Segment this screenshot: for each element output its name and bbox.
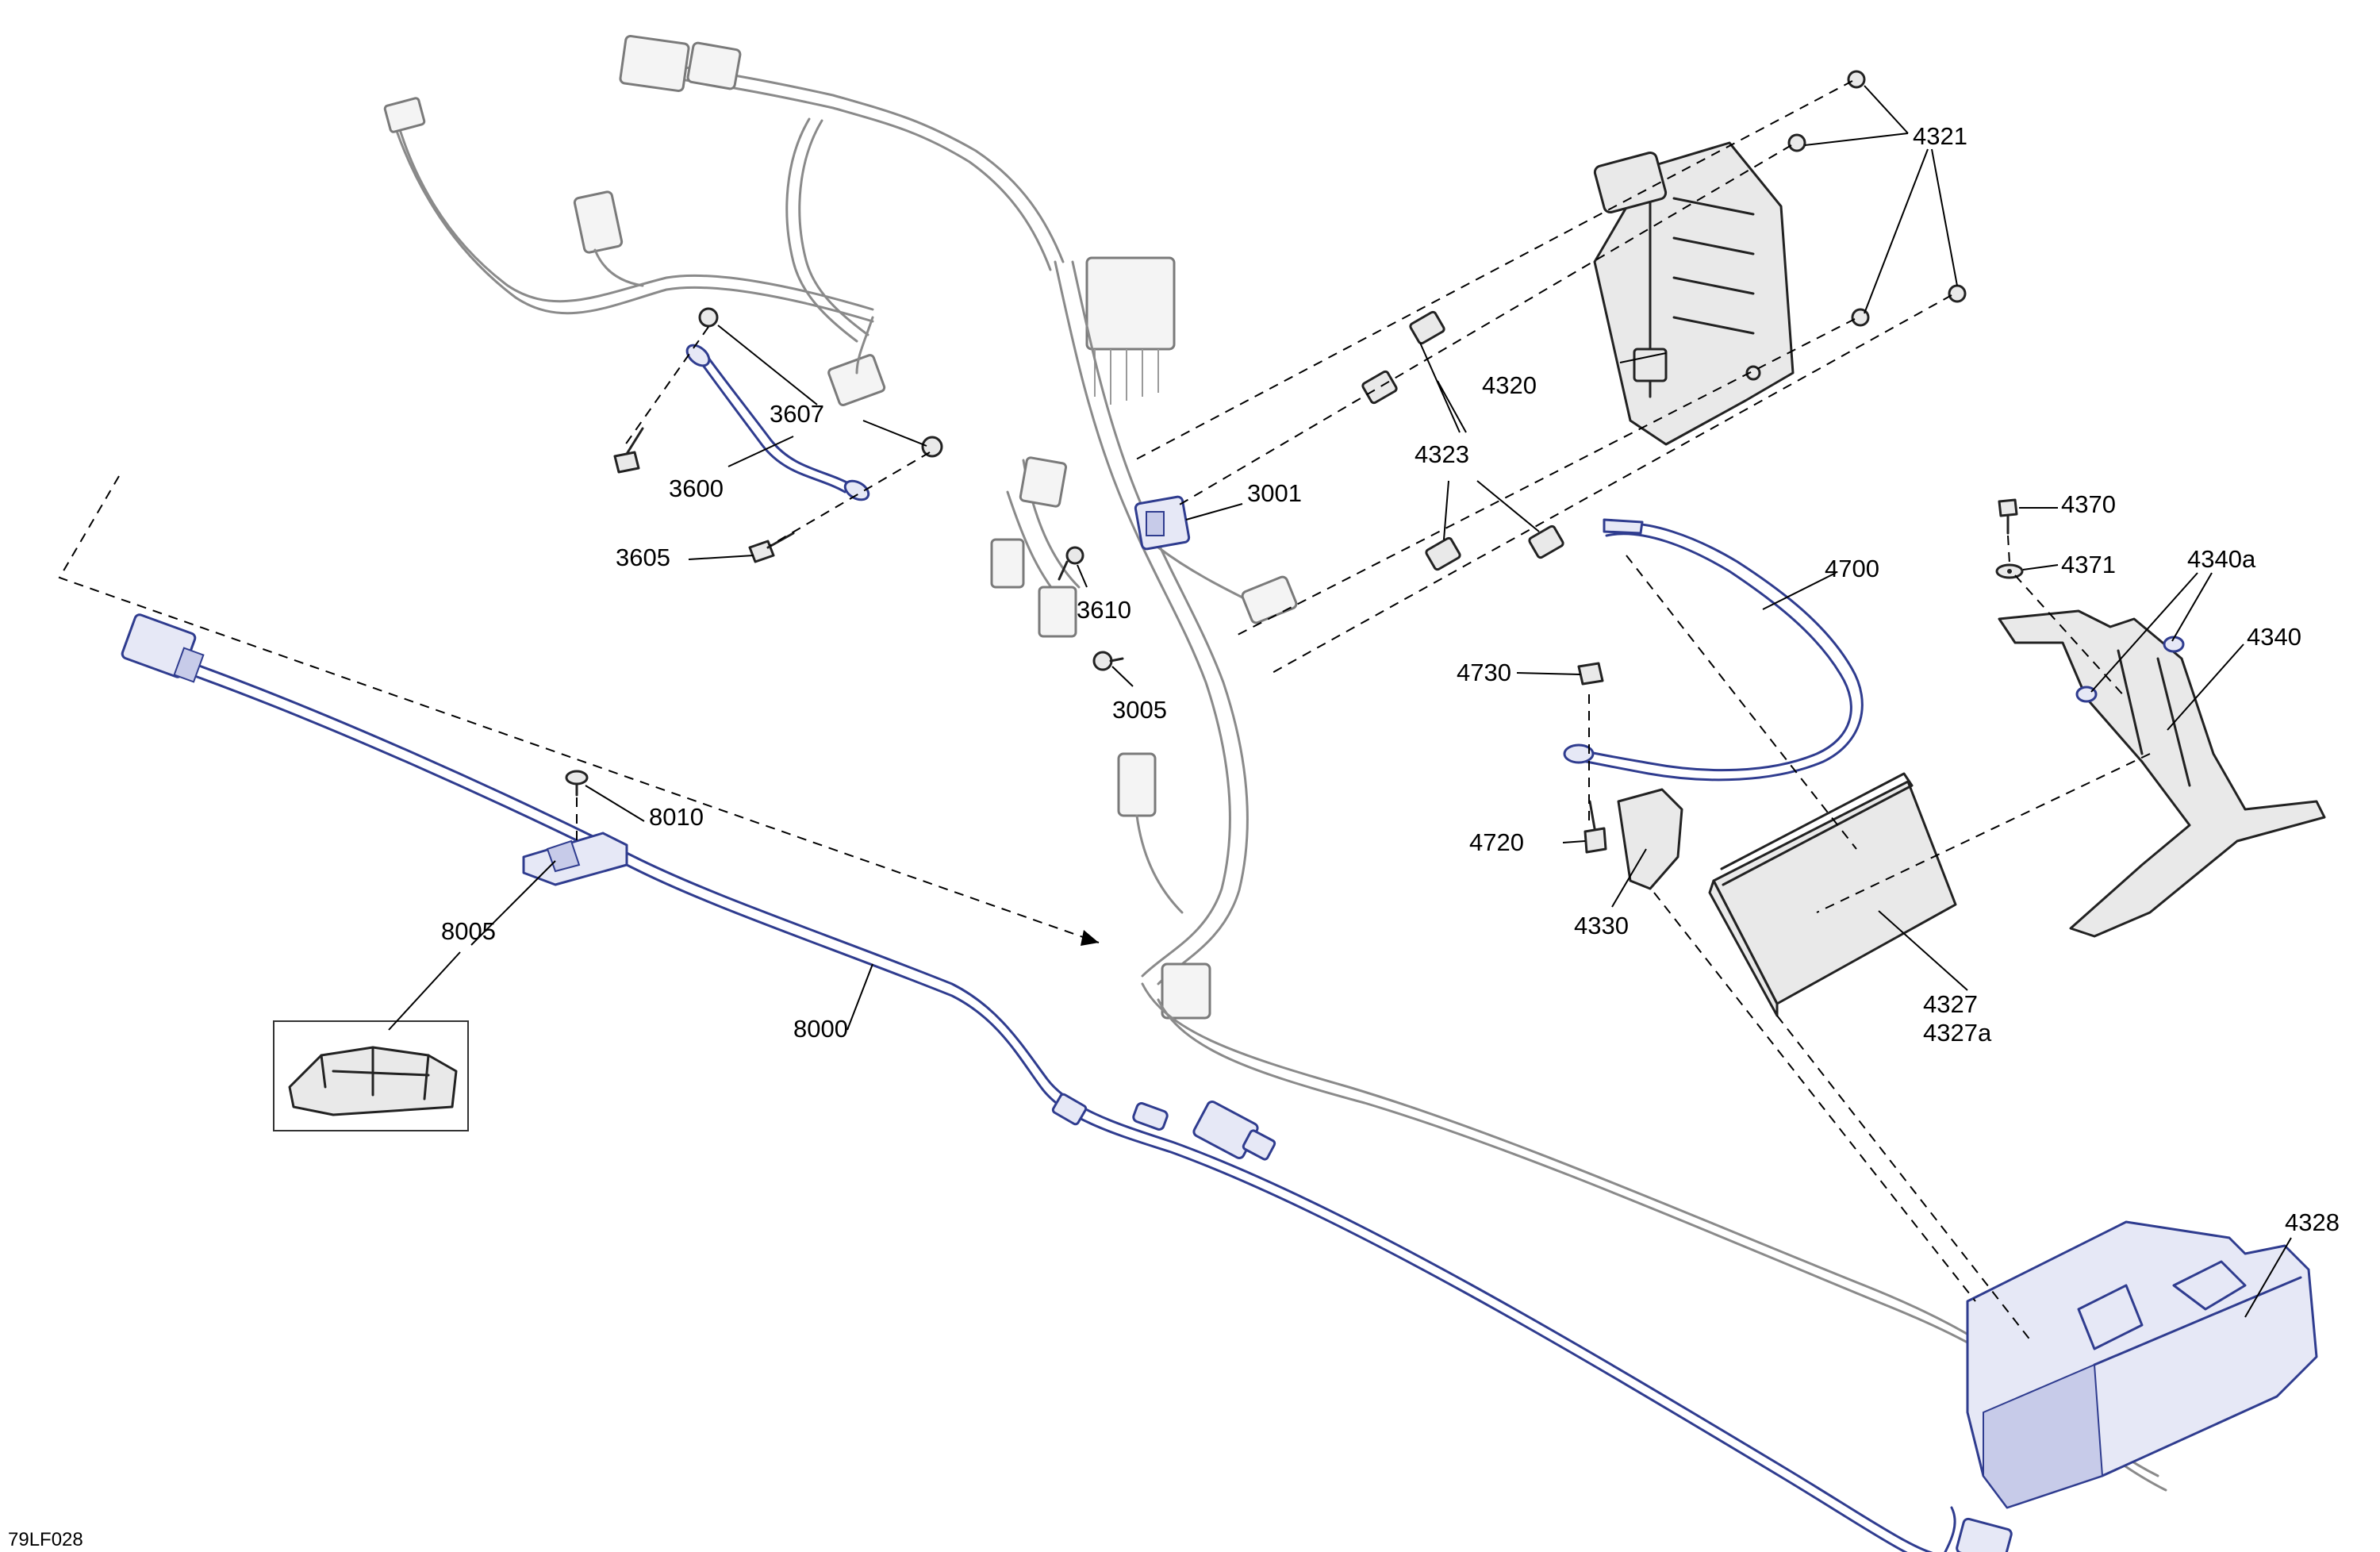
- callout-4328: 4328: [2285, 1208, 2340, 1236]
- nuts-4321: [1787, 70, 1967, 327]
- mount-detail-inset: [273, 1020, 469, 1131]
- callout-4320: 4320: [1482, 371, 1537, 399]
- battery-cable-4700: [1563, 518, 1864, 782]
- callout-4340: 4340: [2247, 623, 2301, 651]
- control-module-4320: [1593, 141, 1795, 446]
- callout-4327a: 4327a: [1923, 1019, 1992, 1047]
- callout-labels: 4321 4320 4323 3607 3600 3605 3001 3610 …: [8, 122, 2340, 1550]
- screws-3610-3005: [1058, 546, 1124, 671]
- spacers-4323: [1361, 310, 1564, 571]
- leader-lines: [388, 85, 2292, 1318]
- callout-4720: 4720: [1469, 828, 1524, 856]
- callout-4330: 4330: [1574, 912, 1629, 939]
- callout-3005: 3005: [1112, 696, 1167, 724]
- accessory-harness-8000: [121, 613, 2013, 1552]
- callout-3610: 3610: [1077, 596, 1131, 624]
- connector-3001: [1134, 495, 1191, 551]
- main-wiring-harness: [383, 35, 2167, 1492]
- battery-4327: [1708, 772, 1957, 1017]
- callout-4700: 4700: [1825, 555, 1879, 582]
- callout-3607: 3607: [770, 400, 824, 428]
- assembly-lines: [58, 80, 2151, 1342]
- callout-4370: 4370: [2061, 490, 2116, 518]
- fasteners-4720-4730: [1577, 662, 1607, 854]
- callout-4327: 4327: [1923, 990, 1978, 1018]
- fasteners-3605-3607: [613, 307, 943, 563]
- callout-4371: 4371: [2061, 551, 2116, 578]
- fasteners-4370-4371: [1995, 498, 2024, 579]
- callout-3605: 3605: [616, 544, 670, 571]
- callout-4321: 4321: [1913, 122, 1967, 150]
- screw-8010: [565, 770, 589, 797]
- callout-8010: 8010: [649, 803, 704, 831]
- harness-mount-8005: [522, 832, 628, 886]
- callout-8005: 8005: [441, 917, 496, 945]
- callout-3600: 3600: [669, 474, 724, 502]
- callout-4323: 4323: [1415, 440, 1469, 468]
- callout-4730: 4730: [1457, 659, 1511, 686]
- battery-box-4328: [1966, 1220, 2318, 1509]
- callout-4340a: 4340a: [2187, 545, 2256, 573]
- battery-support-4340: [1998, 609, 2326, 938]
- terminal-cover-4330: [1617, 788, 1683, 890]
- callout-3001: 3001: [1247, 479, 1302, 507]
- figure-code: 79LF028: [8, 1529, 83, 1550]
- callout-8000: 8000: [793, 1015, 848, 1043]
